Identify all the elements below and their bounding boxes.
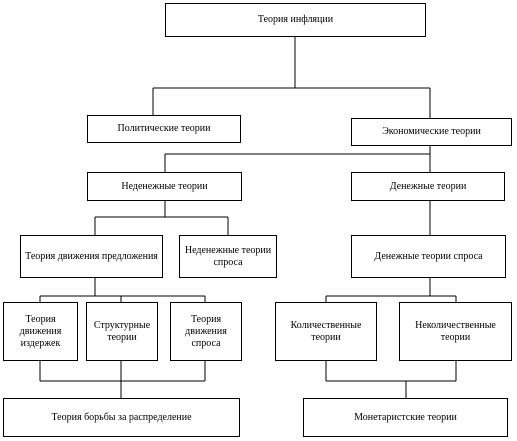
node-quantitative: Количественные теории (275, 302, 377, 361)
node-economic: Экономические теории (351, 118, 512, 146)
node-supply-theories: Теория движения предложения (20, 235, 163, 278)
node-structural: Структурные теории (86, 302, 158, 361)
node-label: Неденежные теории (121, 180, 208, 192)
node-label: Теория борьбы за распределение (51, 411, 192, 423)
node-label: Неденежные теории спроса (184, 244, 272, 268)
node-political: Политические теории (87, 115, 241, 143)
node-label: Неколичественные теории (415, 319, 496, 343)
node-label: Структурные теории (93, 319, 151, 343)
node-label: Монетаристские теории (354, 411, 457, 423)
node-label: Денежные теории спроса (374, 250, 483, 262)
node-nonmonetary: Неденежные теории (87, 172, 242, 201)
node-label: Денежные теории (389, 180, 467, 192)
node-nonmonetary-demand: Неденежные теории спроса (179, 235, 277, 278)
node-distribution-struggle: Теория борьбы за распределение (3, 398, 240, 437)
node-label: Теория движения издержек (19, 313, 62, 349)
node-monetarist: Монетаристские теории (303, 398, 508, 437)
node-cost-push: Теория движения издержек (3, 302, 78, 361)
node-label: Теория инфляции (257, 14, 334, 25)
node-nonquantitative: Неколичественные теории (399, 302, 512, 361)
node-label: Политические теории (117, 123, 211, 134)
node-label: Экономические теории (382, 126, 481, 137)
node-monetary: Денежные теории (351, 172, 505, 201)
node-root: Теория инфляции (165, 3, 426, 37)
node-label: Теория движения спроса (185, 313, 227, 349)
node-monetary-demand: Денежные теории спроса (351, 235, 506, 278)
node-label: Количественные теории (290, 319, 362, 343)
node-label: Теория движения предложения (25, 250, 158, 262)
node-demand-pull: Теория движения спроса (170, 302, 242, 361)
